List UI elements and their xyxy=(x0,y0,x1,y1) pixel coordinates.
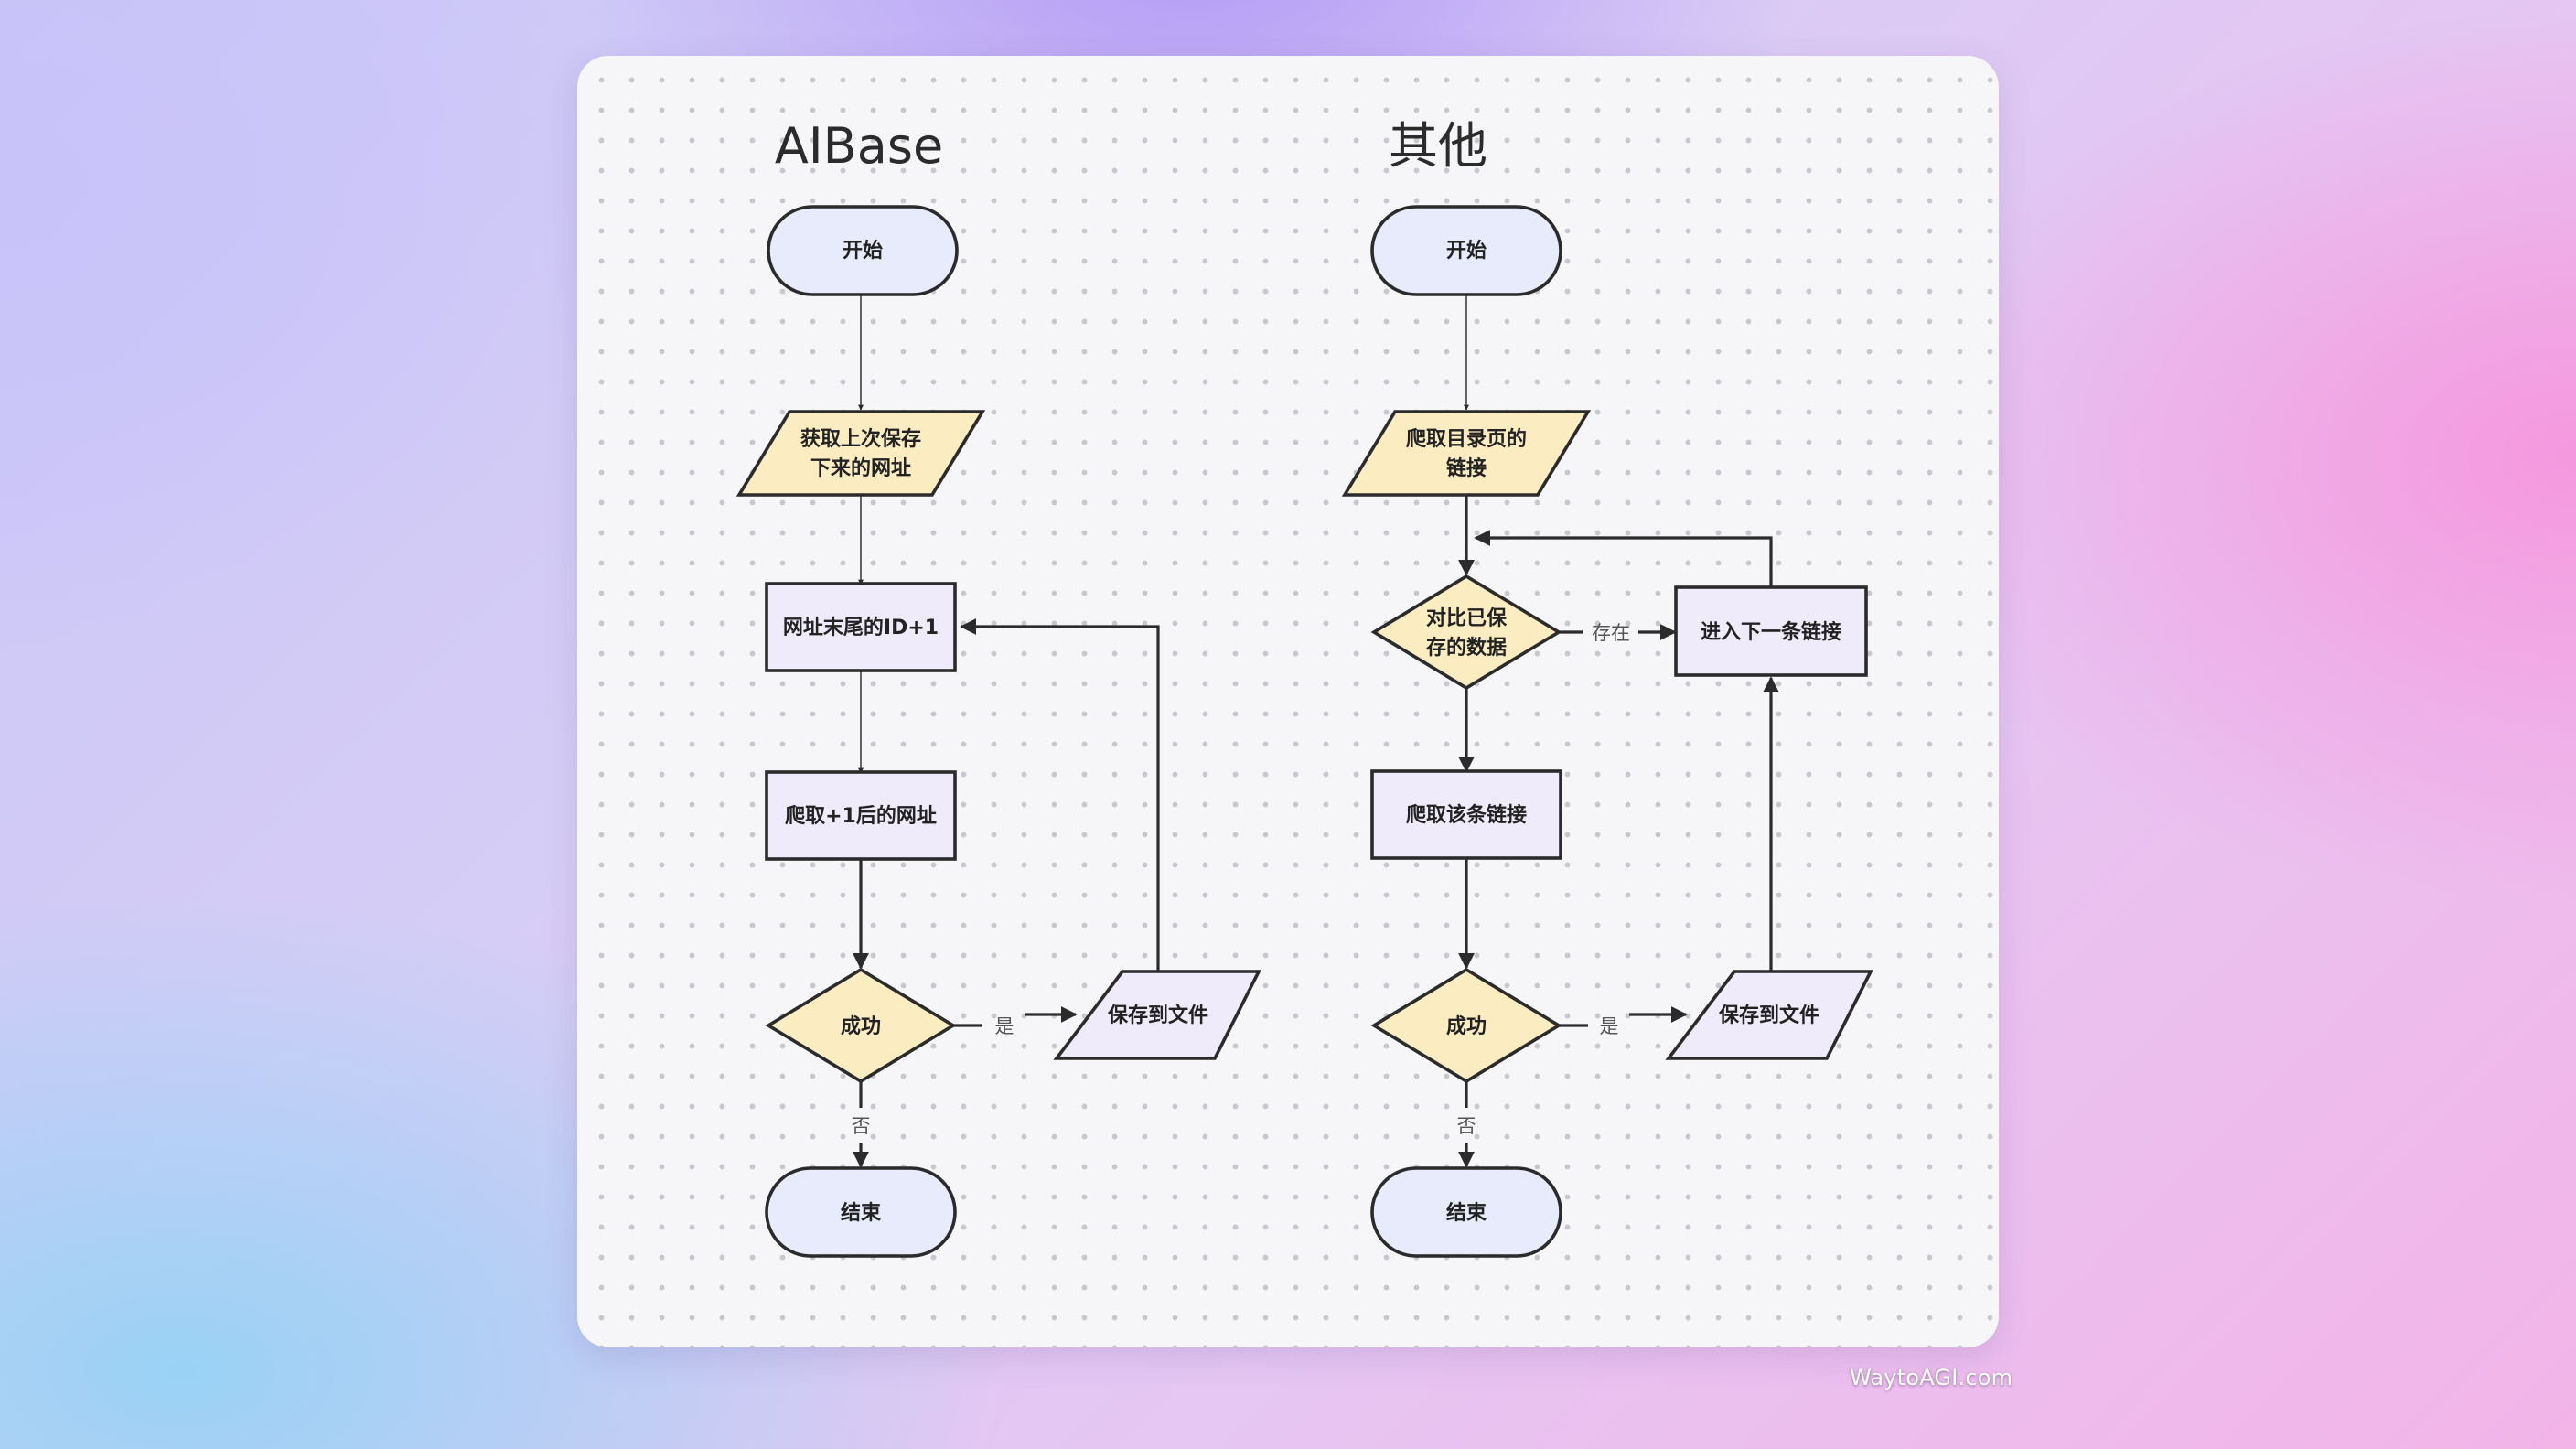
aibase-success-label: 成功 xyxy=(841,1015,881,1038)
edge-save-back-to-increment xyxy=(960,618,1160,971)
aibase-yes-label: 是 xyxy=(995,1015,1014,1037)
aibase-success-decision: 成功 xyxy=(765,967,957,1084)
aibase-get-url-node: 获取上次保存 下来的网址 xyxy=(735,410,986,497)
other-crawl-index-label-line2: 链接 xyxy=(1446,456,1487,480)
diagram-card: AIBase 开始 获取上次保存 下来的网址 网址末尾的ID+1 xyxy=(577,56,1999,1347)
aibase-crawl-label: 爬取+1后的网址 xyxy=(785,804,937,828)
other-end-node: 结束 xyxy=(1370,1166,1562,1258)
other-no-label: 否 xyxy=(1457,1115,1476,1137)
edge-next-link-back-to-loop xyxy=(1474,530,1773,587)
other-compare-label-line1: 对比已保 xyxy=(1426,607,1508,630)
aibase-no-label: 否 xyxy=(852,1115,871,1137)
aibase-start-node: 开始 xyxy=(767,205,959,296)
aibase-start-label: 开始 xyxy=(843,239,883,263)
other-save-label: 保存到文件 xyxy=(1718,1004,1819,1027)
other-start-node: 开始 xyxy=(1370,205,1562,296)
flowchart-canvas: AIBase 开始 获取上次保存 下来的网址 网址末尾的ID+1 xyxy=(735,117,1873,1258)
aibase-increment-label: 网址末尾的ID+1 xyxy=(783,616,939,639)
other-crawl-index-node: 爬取目录页的 链接 xyxy=(1341,410,1592,497)
aibase-end-label: 结束 xyxy=(841,1201,882,1225)
other-compare-decision: 对比已保 存的数据 xyxy=(1370,574,1562,691)
other-next-link-node: 进入下一条链接 xyxy=(1674,585,1868,677)
aibase-crawl-node: 爬取+1后的网址 xyxy=(765,770,957,861)
other-crawl-link-node: 爬取该条链接 xyxy=(1370,769,1562,860)
other-next-link-label: 进入下一条链接 xyxy=(1701,620,1841,644)
aibase-end-node: 结束 xyxy=(765,1166,957,1258)
aibase-save-node: 保存到文件 xyxy=(1053,970,1261,1060)
other-edges xyxy=(1458,295,1779,1168)
other-compare-label-line2: 存的数据 xyxy=(1426,636,1507,660)
aibase-save-label: 保存到文件 xyxy=(1107,1004,1208,1027)
other-column-title: 其他 xyxy=(1389,117,1487,175)
other-exists-label: 存在 xyxy=(1592,622,1630,644)
other-yes-label: 是 xyxy=(1600,1015,1619,1037)
aibase-increment-node: 网址末尾的ID+1 xyxy=(765,582,957,672)
other-end-label: 结束 xyxy=(1446,1201,1487,1225)
aibase-get-url-label-line2: 下来的网址 xyxy=(810,456,911,480)
aibase-edges xyxy=(853,295,1160,1168)
aibase-column-title: AIBase xyxy=(775,117,943,175)
other-start-label: 开始 xyxy=(1446,239,1487,263)
watermark-text: WaytoAGI.com xyxy=(1850,1365,2013,1390)
aibase-get-url-label-line1: 获取上次保存 xyxy=(800,427,921,451)
other-success-decision: 成功 xyxy=(1370,967,1562,1084)
other-crawl-index-label-line1: 爬取目录页的 xyxy=(1406,427,1527,451)
other-success-label: 成功 xyxy=(1446,1015,1487,1038)
other-crawl-link-label: 爬取该条链接 xyxy=(1406,803,1527,827)
other-save-node: 保存到文件 xyxy=(1665,970,1873,1060)
